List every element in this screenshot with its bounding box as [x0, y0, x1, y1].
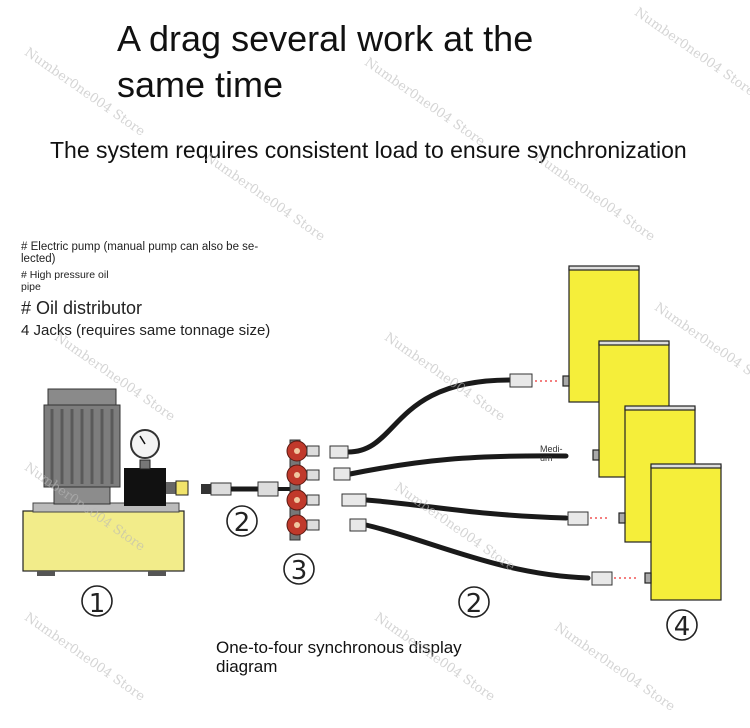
marker-2-short-ring [226, 505, 258, 537]
jacks [562, 265, 722, 601]
marker-4-ring [666, 609, 698, 641]
marker-2-long-ring [458, 586, 490, 618]
marker-2-short: 2 [234, 508, 251, 538]
page-title: A drag several work at the same time [117, 18, 534, 105]
electric-pump [22, 388, 189, 576]
marker-1: 1 [89, 589, 106, 619]
long-high-pressure-hoses [345, 377, 591, 581]
short-high-pressure-pipe [201, 481, 292, 497]
marker-3: 3 [291, 556, 308, 586]
legend-oil-pipe-line2: pipe [21, 281, 41, 293]
marker-2-long: 2 [466, 589, 483, 619]
legend-oil-distributor: # Oil distributor [21, 298, 143, 318]
oil-distributor [286, 439, 320, 541]
marker-4: 4 [674, 612, 691, 642]
legend-electric-pump-line1: # Electric pump (manual pump can also be… [21, 241, 259, 253]
marker-1-ring [81, 585, 113, 617]
pipe-label-medium: Medi- um [540, 445, 563, 463]
page-subtitle: The system requires consistent load to e… [50, 137, 687, 163]
legend-jacks: 4 Jacks (requires same tonnage size) [21, 322, 271, 339]
legend-oil-pipe: # High pressure oil pipe [21, 269, 131, 293]
legend-oil-pipe-line1: # High pressure oil [21, 269, 109, 281]
pipe-label-medium-text: Medi- um [540, 444, 563, 463]
marker-3-ring [283, 553, 315, 585]
diagram-caption: One-to-four synchronous display diagram [216, 638, 462, 676]
legend-electric-pump-line2: lected) [21, 253, 56, 265]
legend-electric-pump: # Electric pump (manual pump can also be… [21, 241, 283, 265]
